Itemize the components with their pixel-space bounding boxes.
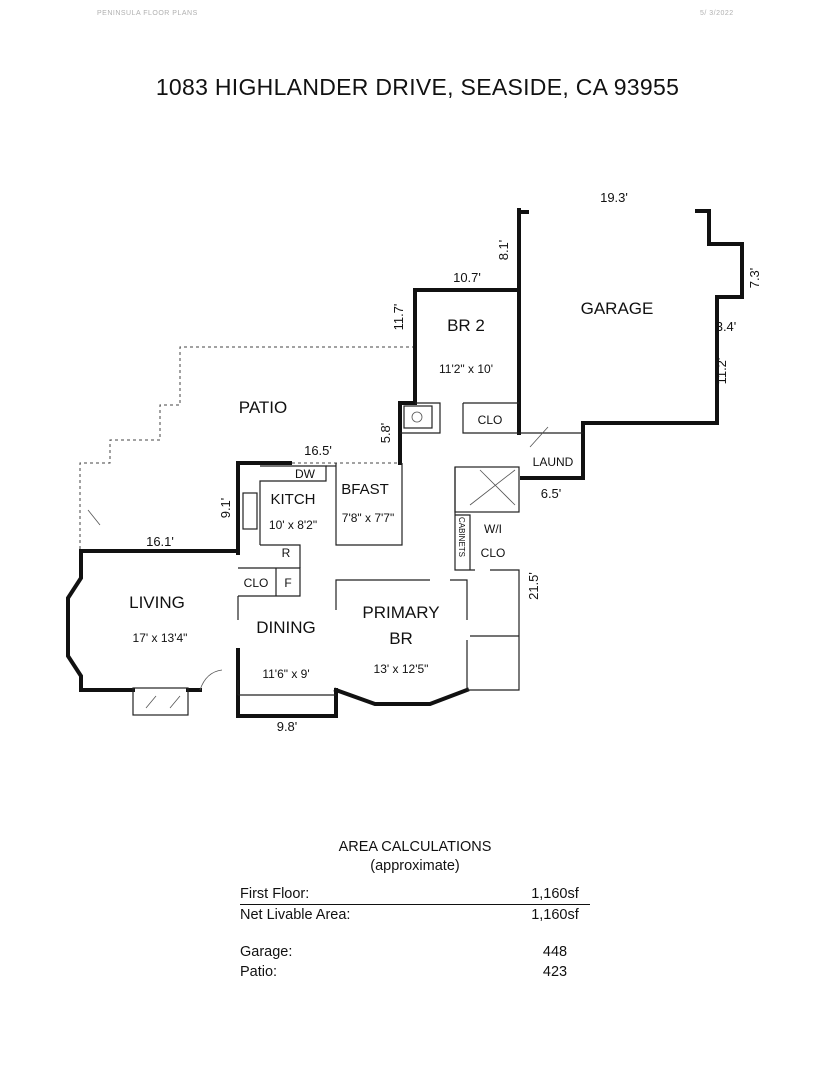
room-size-kitchen: 10' x 8'2" [269,518,317,532]
measure-garage-jog: 3.4' [716,319,737,334]
room-label-br2: BR 2 [447,316,485,335]
room-label-living: LIVING [129,593,185,612]
area-row: Net Livable Area: 1,160sf [240,905,590,925]
freezer-label: F [284,576,291,590]
date-header: 5/ 3/2022 [700,10,734,17]
room-size-bfast: 7'8" x 7'7" [342,511,394,525]
area-row-label: Patio: [240,964,278,980]
measure-patio-edge: 16.5' [304,443,332,458]
kitchen-closet-label: CLO [244,576,269,590]
area-row-value: 448 [542,944,568,960]
company-header: PENINSULA FLOOR PLANS [97,10,198,17]
measure-primary-right: 21.5' [526,572,541,600]
room-label-bfast: BFAST [341,481,389,498]
laundry-label: LAUND [533,455,574,469]
room-label-kitchen: KITCH [271,491,316,508]
room-label-patio: PATIO [239,398,288,417]
measure-br2-lower: 5.8' [378,423,393,444]
area-row: Garage: 448 [240,942,590,962]
measure-living-top: 16.1' [146,534,174,549]
page-title: 1083 HIGHLANDER DRIVE, SEASIDE, CA 93955 [155,74,680,100]
area-row-label: First Floor: [240,886,310,902]
area-row-value: 1,160sf [531,886,579,902]
area-heading: AREA CALCULATIONS [338,839,492,855]
measure-laundry-bottom: 6.5' [541,486,562,501]
br2-closet-label: CLO [478,413,503,427]
area-row-label: Garage: [240,944,293,960]
room-size-dining: 11'6" x 9' [262,667,309,681]
interior-walls [132,402,583,716]
refrigerator-label: R [282,546,291,560]
walk-in-label: W/I [484,522,502,536]
measure-kitchen-left: 9.1' [218,498,233,519]
measure-br2-left: 11.7' [391,304,406,331]
area-row-label: Net Livable Area: [240,907,351,923]
walk-in-closet-label: CLO [481,546,506,560]
measure-garage-left-upper: 8.1' [496,240,511,261]
measure-garage-right-lower: 11.2' [714,358,729,385]
room-label-dining: DINING [256,618,316,637]
area-subheading: (approximate) [370,858,460,874]
measure-dining-bottom: 9.8' [277,719,298,734]
room-label-garage: GARAGE [581,299,654,318]
measure-br2-top: 10.7' [453,270,481,285]
room-label-primary-1: PRIMARY [362,603,439,622]
area-row-value: 423 [542,964,568,980]
area-row-value: 1,160sf [531,907,579,923]
room-size-living: 17' x 13'4" [133,631,188,645]
room-label-primary-2: BR [389,629,413,648]
room-size-br2: 11'2" x 10' [439,362,493,376]
measure-garage-top: 19.3' [600,190,628,205]
measure-garage-right-upper: 7.3' [747,268,762,289]
area-calculations: AREA CALCULATIONS (approximate) First Fl… [240,838,590,982]
area-row: First Floor: 1,160sf [240,884,590,905]
area-row: Patio: 423 [240,962,590,982]
dishwasher-label: DW [295,467,316,481]
room-size-primary: 13' x 12'5" [374,662,429,676]
cabinets-label: CABINETS [457,517,466,557]
